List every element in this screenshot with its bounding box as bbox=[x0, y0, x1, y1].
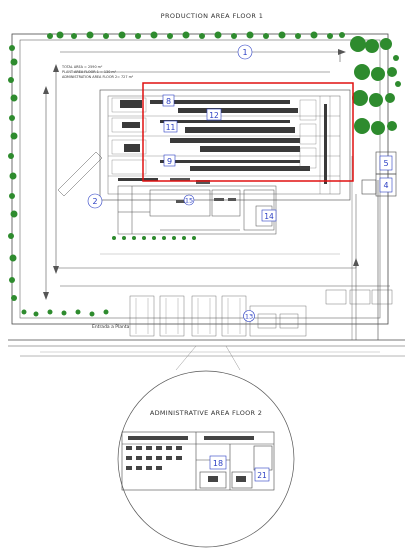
zone-marker-18: 18 bbox=[209, 455, 227, 470]
zone-marker-15: 15 bbox=[183, 194, 195, 206]
production-building bbox=[99, 89, 351, 201]
zone-number-1: 1 bbox=[242, 48, 247, 57]
side-buildings bbox=[361, 151, 397, 197]
administrative-furniture bbox=[126, 436, 254, 482]
area-notes: TOTAL AREA = 2590 m² PLANT AREA FLOOR 1 … bbox=[61, 65, 134, 79]
zone-number-15: 15 bbox=[185, 197, 193, 205]
zone-marker-21: 21 bbox=[254, 467, 270, 482]
zone-number-21: 21 bbox=[257, 471, 267, 480]
production-area-title: PRODUCTION AREA FLOOR 1 bbox=[161, 12, 264, 20]
zone-marker-5: 5 bbox=[379, 155, 393, 171]
parking-lots bbox=[129, 289, 393, 337]
zone-marker-14: 14 bbox=[261, 209, 277, 222]
zone-number-12: 12 bbox=[209, 111, 219, 120]
parking-stripes bbox=[135, 298, 241, 334]
zone-marker-1: 1 bbox=[237, 44, 253, 60]
zone-number-13: 13 bbox=[245, 313, 253, 321]
dimension-lines bbox=[40, 253, 380, 353]
zone-markers: 1 2 8 12 11 15 9 14 bbox=[87, 44, 393, 482]
zone-number-14: 14 bbox=[264, 212, 274, 221]
equipment-details bbox=[111, 97, 317, 175]
zone-marker-8: 8 bbox=[162, 94, 175, 107]
zone-marker-12: 12 bbox=[206, 108, 222, 121]
street-label: Entrada a Planta bbox=[92, 324, 130, 330]
zone-number-8: 8 bbox=[166, 97, 171, 106]
zone-number-9: 9 bbox=[167, 157, 172, 166]
zone-marker-4: 4 bbox=[379, 177, 393, 193]
tree-cluster-right bbox=[350, 36, 401, 135]
tree-row-left bbox=[8, 45, 18, 301]
area-note-plant: PLANT AREA FLOOR 1 = 130 m² bbox=[62, 70, 117, 74]
circulation-route bbox=[45, 51, 390, 294]
zone-marker-13: 13 bbox=[243, 310, 255, 322]
area-note-admin: ADMINISTRATION AREA FLOOR 2= 727 m² bbox=[62, 75, 134, 79]
zone-marker-2: 2 bbox=[87, 193, 103, 209]
administrative-area-circle bbox=[117, 370, 295, 548]
zone-marker-9: 9 bbox=[163, 154, 176, 167]
zone-number-11: 11 bbox=[166, 123, 176, 132]
administrative-area-title: ADMINISTRATIVE AREA FLOOR 2 bbox=[150, 409, 262, 417]
callout-lines bbox=[175, 345, 241, 371]
zone-number-5: 5 bbox=[383, 159, 388, 168]
lower-wing bbox=[117, 185, 277, 235]
zone-number-4: 4 bbox=[383, 181, 388, 190]
flow-arrows bbox=[43, 49, 359, 300]
zone-number-2: 2 bbox=[92, 197, 97, 206]
tree-row-top bbox=[47, 31, 345, 39]
area-note-total: TOTAL AREA = 2590 m² bbox=[61, 65, 103, 69]
tree-row-bottom bbox=[21, 236, 196, 317]
administrative-floor-plan bbox=[121, 431, 275, 491]
highlight-frame bbox=[142, 82, 354, 182]
entrance-gate bbox=[57, 151, 103, 197]
zone-marker-11: 11 bbox=[163, 120, 178, 133]
lower-wing-furniture bbox=[170, 178, 236, 203]
machinery-lines bbox=[118, 100, 327, 184]
zone-number-18: 18 bbox=[213, 459, 223, 468]
